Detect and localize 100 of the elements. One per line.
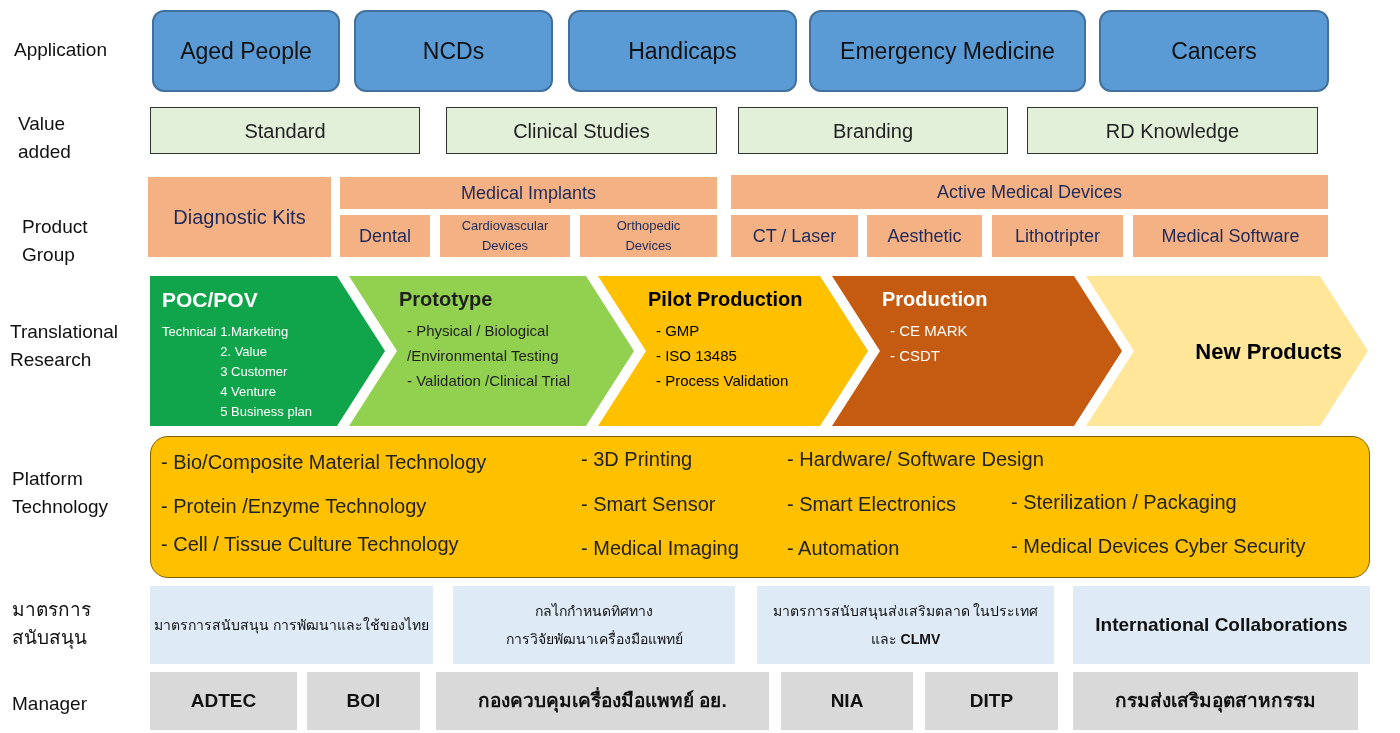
list-item: 1.Marketing: [220, 322, 290, 341]
box-label: DITP: [969, 688, 1014, 713]
list-item: 2. Value: [220, 342, 268, 361]
list-item: - Process Validation: [656, 371, 790, 391]
product-box: [340, 177, 717, 209]
box-label: มาตรการสนับสนุนส่งเสริมตลาด ในประเทศ และ CLMV: [771, 602, 1040, 649]
row-label: Manager: [12, 692, 88, 716]
row-label: Value added: [18, 112, 72, 164]
box-label: Aesthetic: [887, 224, 962, 248]
manager-box: [925, 672, 1058, 730]
box-label: Active Medical Devices: [936, 180, 1123, 204]
row-label: Platform Technology: [12, 467, 110, 519]
support-box: [453, 586, 735, 664]
list-item: - GMP: [656, 321, 701, 341]
box-label: Handicaps: [628, 36, 737, 66]
list-item: - CSDT: [890, 346, 941, 366]
box-label: Lithotripter: [1014, 224, 1100, 248]
technology-item: - Sterilization / Packaging: [1011, 490, 1237, 515]
box-label: Dental: [359, 224, 411, 248]
box-label: BOI: [346, 688, 381, 713]
stage-banner: [150, 276, 385, 426]
manager-box: [781, 672, 913, 730]
list-item: - CE MARK: [890, 321, 969, 341]
row-label: Application: [14, 38, 108, 62]
application-box: [809, 10, 1086, 92]
row-label: มาตรการ สนับสนุน: [12, 598, 92, 651]
box-label: International Collaborations: [1095, 613, 1348, 637]
box-label: Cancers: [1171, 36, 1257, 66]
product-box: [867, 215, 982, 257]
box-label: Aged People: [180, 36, 312, 66]
list-item: - Validation /Clinical Trial: [407, 371, 572, 391]
support-box: [757, 586, 1054, 664]
box-label: NCDs: [422, 36, 485, 66]
manager-box: [307, 672, 420, 730]
technology-item: - Bio/Composite Material Technology: [161, 450, 487, 475]
box-label: Diagnostic Kits: [173, 205, 306, 230]
list-item: 3 Customer: [220, 362, 289, 381]
stage-banner: [832, 276, 1122, 426]
application-box: [568, 10, 797, 92]
value-box: [738, 107, 1008, 154]
technology-item: - 3D Printing: [581, 447, 693, 472]
box-label: มาตรการสนับสนุน การพัฒนาและใช้ของไทย: [154, 616, 429, 636]
manager-box: [150, 672, 297, 730]
product-box: [731, 215, 858, 257]
box-label: CT / Laser: [752, 224, 837, 248]
box-label: Orthopedic Devices: [615, 217, 682, 255]
value-box: [1027, 107, 1318, 154]
product-box: [992, 215, 1123, 257]
row-label: Translational Research: [10, 320, 120, 372]
list-item: - ISO 13485: [656, 346, 738, 366]
list-heading: Technical: [162, 322, 217, 341]
stage-banner: [598, 276, 868, 426]
technology-item: - Medical Imaging: [581, 536, 739, 561]
value-box: [150, 107, 420, 154]
list-item: 5 Business plan: [220, 402, 312, 421]
stage-title: POC/POV: [162, 287, 259, 313]
technology-item: - Automation: [787, 536, 900, 561]
box-label: Emergency Medicine: [840, 36, 1055, 66]
application-box: [152, 10, 340, 92]
manager-box: [436, 672, 769, 730]
box-label: NIA: [830, 688, 864, 713]
product-box: [580, 215, 717, 257]
box-label: RD Knowledge: [1105, 118, 1240, 144]
stage-banner: [349, 276, 634, 426]
list-item: - Physical / Biological /Environmental Testing: [407, 321, 560, 366]
product-box: [340, 215, 430, 257]
platform-panel: [150, 436, 1370, 578]
product-box: [440, 215, 570, 257]
box-label: ADTEC: [190, 688, 257, 713]
stage-banner: [1086, 276, 1368, 426]
technology-item: - Protein /Enzyme Technology: [161, 494, 427, 519]
technology-item: - Medical Devices Cyber Security: [1011, 534, 1306, 559]
technology-item: - Smart Sensor: [581, 492, 716, 517]
technology-item: - Smart Electronics: [787, 492, 956, 517]
stage-title: Production: [882, 287, 989, 312]
stage-title: Prototype: [399, 287, 494, 312]
product-box: [731, 175, 1328, 209]
list-item: 4 Venture: [220, 382, 277, 401]
box-label: Medical Implants: [460, 181, 597, 205]
box-label: Branding: [832, 118, 914, 144]
product-box: [148, 177, 331, 257]
box-label: กลไกกำหนดทิศทาง การวิจัยพัฒนาเครื่องมือแพทย์: [504, 602, 684, 649]
box-label: Standard: [244, 118, 326, 144]
product-box: [1133, 215, 1328, 257]
row-label: Product Group: [22, 215, 89, 267]
manager-box: [1073, 672, 1358, 730]
stage-title: New Products: [1195, 337, 1342, 366]
support-box: [150, 586, 433, 664]
application-box: [1099, 10, 1329, 92]
box-label: Medical Software: [1161, 224, 1300, 248]
application-box: [354, 10, 553, 92]
box-label: กองควบคุมเครื่องมือแพทย์ อย.: [478, 686, 727, 715]
box-label: Clinical Studies: [513, 118, 650, 144]
box-label: Cardiovascular Devices: [460, 217, 550, 255]
value-box: [446, 107, 717, 154]
support-box: [1073, 586, 1370, 664]
technology-item: - Hardware/ Software Design: [787, 447, 1044, 472]
technology-item: - Cell / Tissue Culture Technology: [161, 532, 459, 557]
stage-title: Pilot Production: [648, 287, 804, 312]
box-label: กรมส่งเสริมอุตสาหกรรม: [1115, 688, 1316, 715]
